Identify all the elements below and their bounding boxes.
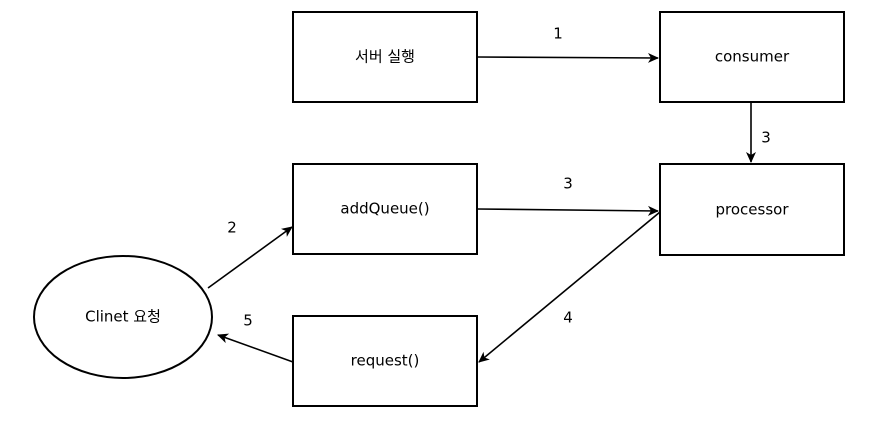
node-processor-label: processor <box>716 201 790 219</box>
edge-addqueue-to-processor <box>476 205 659 216</box>
edge-client-to-addqueue-label: 2 <box>227 219 237 237</box>
edge-server-to-consumer-label: 1 <box>553 25 563 43</box>
node-processor: processor <box>659 163 845 256</box>
edge-consumer-to-processor-label: 3 <box>761 129 771 147</box>
node-server-run: 서버 실행 <box>292 11 478 103</box>
edge-server-to-consumer <box>476 52 659 63</box>
node-client-request-label: Clinet 요청 <box>85 308 161 326</box>
edge-request-to-client-label: 5 <box>243 312 253 330</box>
edge-processor-to-request <box>478 211 661 363</box>
edge-client-to-addqueue <box>207 226 293 289</box>
node-consumer-label: consumer <box>715 48 790 66</box>
edge-processor-to-request-label: 4 <box>563 309 573 327</box>
node-add-queue: addQueue() <box>292 163 478 255</box>
edge-addqueue-to-processor-label: 3 <box>563 175 573 193</box>
node-client-request: Clinet 요청 <box>33 255 213 379</box>
node-consumer: consumer <box>659 11 845 103</box>
node-add-queue-label: addQueue() <box>340 200 429 218</box>
edge-request-to-client <box>217 333 294 363</box>
node-request: request() <box>292 315 478 407</box>
node-server-run-label: 서버 실행 <box>355 48 415 66</box>
node-request-label: request() <box>351 352 420 370</box>
